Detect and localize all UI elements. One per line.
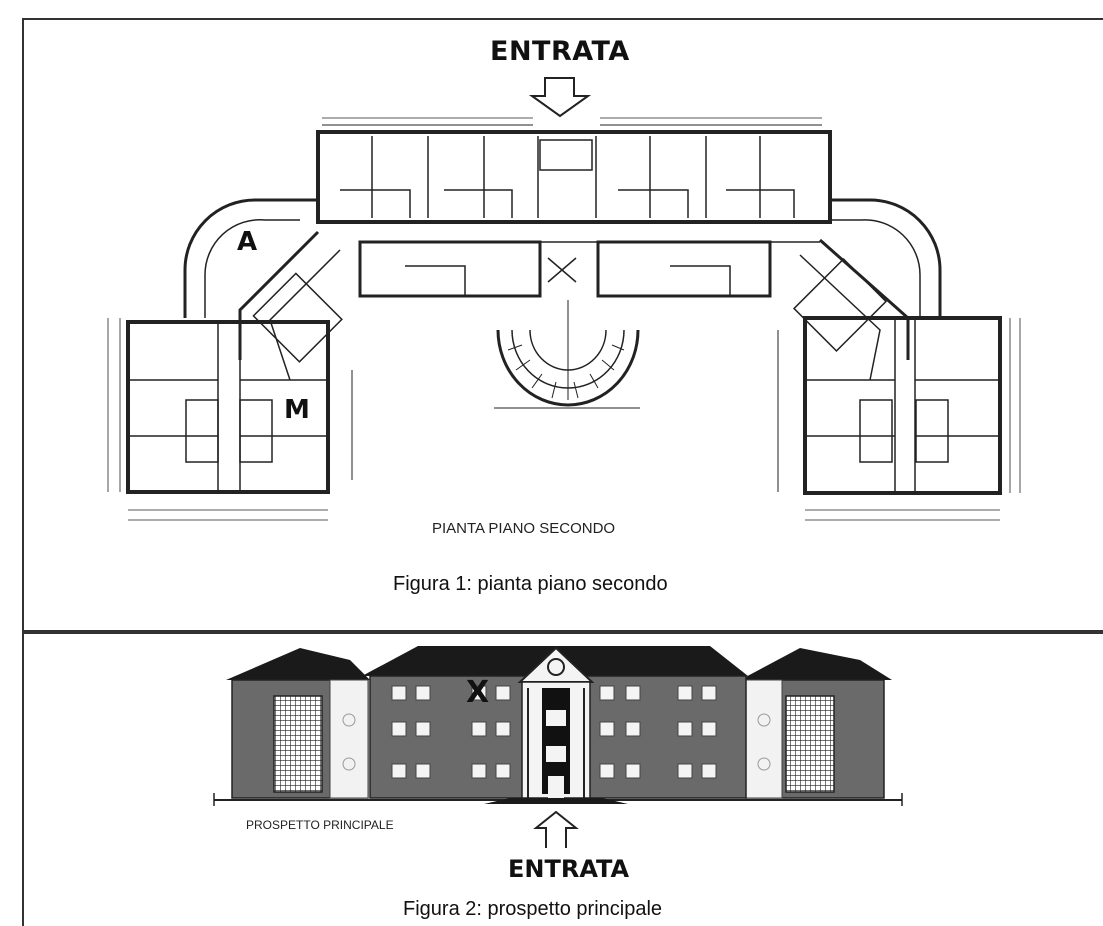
right-wing-window-grid <box>785 695 835 793</box>
corridor-block <box>358 240 542 298</box>
front-elevation <box>213 646 903 848</box>
entrance-label-top: ENTRATA <box>490 36 630 67</box>
left-lower-wing <box>126 320 330 494</box>
left-wing-roof <box>226 648 370 680</box>
central-wing-top <box>316 130 832 224</box>
entrance-label-bottom: ENTRATA <box>508 855 630 883</box>
plan-title: PIANTA PIANO SECONDO <box>432 520 616 537</box>
window-marker-x: X <box>466 675 490 710</box>
elevation-title: PROSPETTO PRINCIPALE <box>246 818 394 832</box>
entrance-arrow-up <box>533 810 579 848</box>
entrance-arrow-down <box>528 77 592 118</box>
room-label-a: A <box>237 227 258 257</box>
room-label-m: M <box>284 395 310 425</box>
figure-1-panel <box>22 18 1103 632</box>
figure-2-caption: Figura 2: prospetto principale <box>403 898 663 920</box>
main-windows <box>391 685 717 779</box>
grand-staircase <box>496 329 640 407</box>
right-wing-roof <box>740 648 892 680</box>
figure-1-caption: Figura 1: pianta piano secondo <box>393 573 668 595</box>
entrance-steps <box>484 798 628 804</box>
left-wing-window-grid <box>273 695 323 793</box>
floor-plan <box>107 77 1021 521</box>
left-curved-wing <box>183 198 318 318</box>
right-lower-wing <box>803 316 1002 495</box>
right-curved-wing <box>830 198 942 318</box>
